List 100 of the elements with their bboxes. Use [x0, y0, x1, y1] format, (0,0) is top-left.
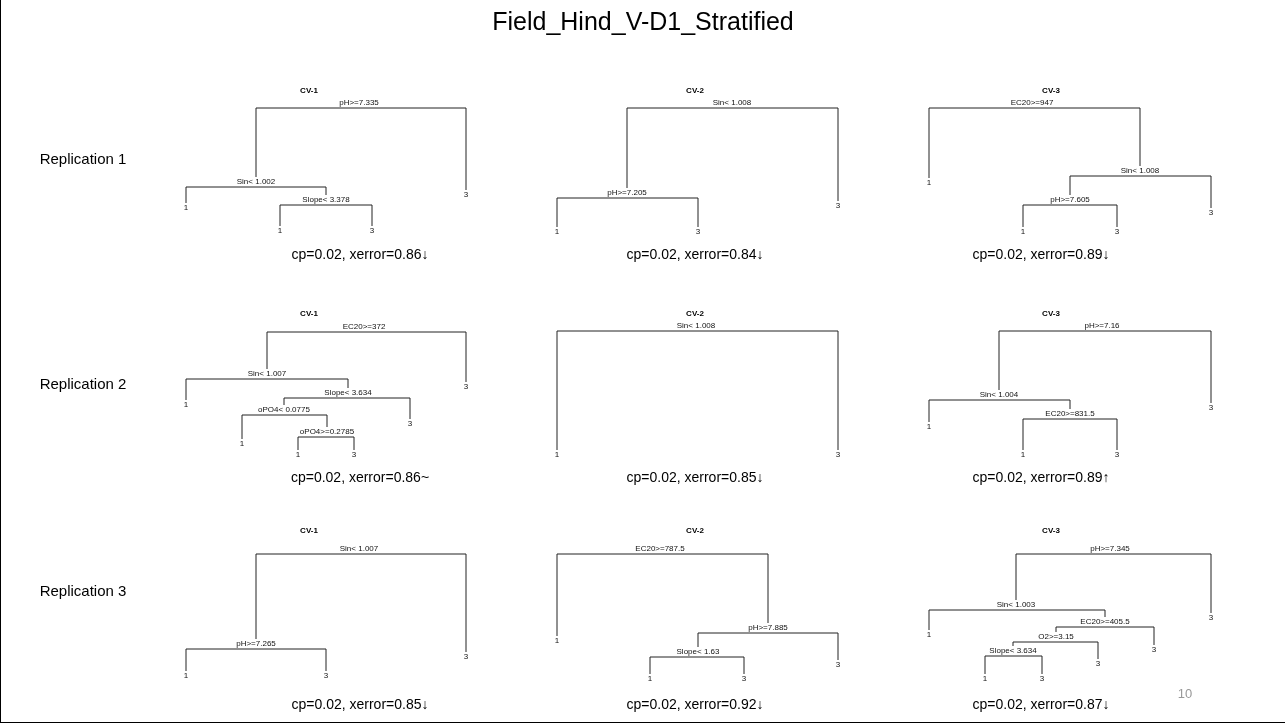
leaf-class: 1	[277, 226, 283, 235]
split-condition: Sin< 1.008	[676, 321, 716, 330]
tree-branch	[767, 632, 839, 661]
leaf-class: 1	[1020, 227, 1026, 236]
leaf-class: 1	[982, 674, 988, 683]
panel-title: CV-3	[1042, 309, 1060, 319]
leaf-class: 1	[926, 178, 932, 187]
leaf-class: 3	[1114, 450, 1120, 459]
tree-branch	[283, 414, 328, 428]
split-condition: EC20>=787.5	[635, 544, 685, 553]
leaf-class: 1	[183, 203, 189, 212]
leaf-class: 3	[695, 227, 701, 236]
tree-branch	[1069, 418, 1118, 451]
split-condition: O2>=3.15	[1038, 632, 1074, 641]
split-condition: pH>=7.335	[339, 98, 379, 107]
panel-title: CV-1	[300, 526, 318, 536]
leaf-class: 1	[926, 630, 932, 639]
split-condition: EC20>=372	[342, 322, 386, 331]
tree-branch	[185, 186, 257, 204]
model-caption: cp=0.02, xerror=0.84↓	[626, 245, 764, 263]
leaf-class: 3	[1114, 227, 1120, 236]
tree-branch	[1012, 641, 1057, 647]
leaf-class: 3	[463, 382, 469, 391]
split-condition: Slope< 3.378	[302, 195, 350, 204]
model-caption: cp=0.02, xerror=0.89↑	[972, 468, 1110, 486]
panel-title: CV-3	[1042, 86, 1060, 96]
split-condition: Sin< 1.008	[1120, 166, 1160, 175]
tree-branch	[1031, 107, 1141, 167]
tree-branch	[1055, 626, 1106, 633]
leaf-class: 1	[647, 674, 653, 683]
tree-branch	[1055, 641, 1099, 660]
tree-branch	[255, 648, 327, 672]
tree-branch	[556, 197, 628, 228]
tree-branch	[255, 107, 360, 178]
leaf-class: 3	[835, 660, 841, 669]
panel-title: CV-1	[300, 309, 318, 319]
leaf-class: 3	[463, 190, 469, 199]
model-caption: cp=0.02, xerror=0.86~	[290, 468, 430, 486]
tree-branch	[363, 331, 467, 383]
leaf-class: 3	[1208, 403, 1214, 412]
tree-branch	[998, 330, 1103, 391]
model-caption: cp=0.02, xerror=0.89↓	[972, 245, 1110, 263]
tree-branch	[1104, 626, 1155, 646]
tree-branch	[1012, 655, 1043, 675]
leaf-class: 3	[835, 450, 841, 459]
leaf-class: 3	[351, 450, 357, 459]
leaf-class: 1	[1020, 450, 1026, 459]
tree-branch	[928, 399, 1000, 423]
leaf-class: 1	[183, 671, 189, 680]
row-label: Replication 2	[39, 375, 127, 393]
leaf-class: 3	[323, 671, 329, 680]
leaf-class: 1	[554, 450, 560, 459]
panel-title: CV-2	[686, 86, 704, 96]
tree-branch	[984, 655, 1014, 675]
tree-branch	[185, 648, 257, 672]
tree-branch	[626, 107, 733, 189]
model-caption: cp=0.02, xerror=0.85↓	[291, 695, 429, 713]
leaf-class: 1	[554, 636, 560, 645]
split-condition: oPO4< 0.0775	[258, 405, 310, 414]
slide-title: Field_Hind_V-D1_Stratified	[491, 6, 795, 36]
leaf-class: 3	[407, 419, 413, 428]
tree-branch	[1139, 175, 1212, 209]
split-condition: Sin< 1.007	[247, 369, 287, 378]
tree-branch	[283, 397, 349, 406]
leaf-class: 3	[835, 201, 841, 210]
page-number: 10	[1177, 686, 1193, 702]
leaf-class: 3	[741, 674, 747, 683]
tree-branch	[255, 553, 360, 640]
tree-branch	[556, 330, 697, 451]
tree-branch	[1109, 553, 1212, 614]
tree-branch	[325, 204, 373, 227]
tree-branch	[358, 553, 467, 653]
leaf-class: 3	[1039, 674, 1045, 683]
model-caption: cp=0.02, xerror=0.92↓	[626, 695, 764, 713]
leaf-class: 1	[183, 400, 189, 409]
split-condition: pH>=7.16	[1084, 321, 1120, 330]
tree-branch	[928, 107, 1033, 179]
row-label: Replication 1	[39, 150, 127, 168]
leaf-class: 1	[239, 439, 245, 448]
split-condition: pH>=7.885	[748, 623, 788, 632]
split-condition: pH>=7.345	[1090, 544, 1130, 553]
model-caption: cp=0.02, xerror=0.85↓	[626, 468, 764, 486]
panel-title: CV-2	[686, 526, 704, 536]
tree-branch	[1022, 204, 1071, 228]
panel-title: CV-1	[300, 86, 318, 96]
leaf-class: 3	[463, 652, 469, 661]
split-condition: Slope< 3.634	[324, 388, 372, 397]
model-caption: cp=0.02, xerror=0.86↓	[291, 245, 429, 263]
tree-branch	[731, 107, 839, 202]
split-condition: Sin< 1.007	[339, 544, 379, 553]
row-label: Replication 3	[39, 582, 127, 600]
split-condition: Sin< 1.002	[236, 177, 276, 186]
split-condition: Slope< 3.634	[989, 646, 1037, 655]
leaf-class: 3	[1095, 659, 1101, 668]
split-condition: pH>=7.205	[607, 188, 647, 197]
tree-branch	[358, 107, 467, 191]
tree-branch	[659, 553, 769, 624]
tree-branch	[695, 330, 839, 451]
leaf-class: 1	[554, 227, 560, 236]
split-condition: pH>=7.265	[236, 639, 276, 648]
